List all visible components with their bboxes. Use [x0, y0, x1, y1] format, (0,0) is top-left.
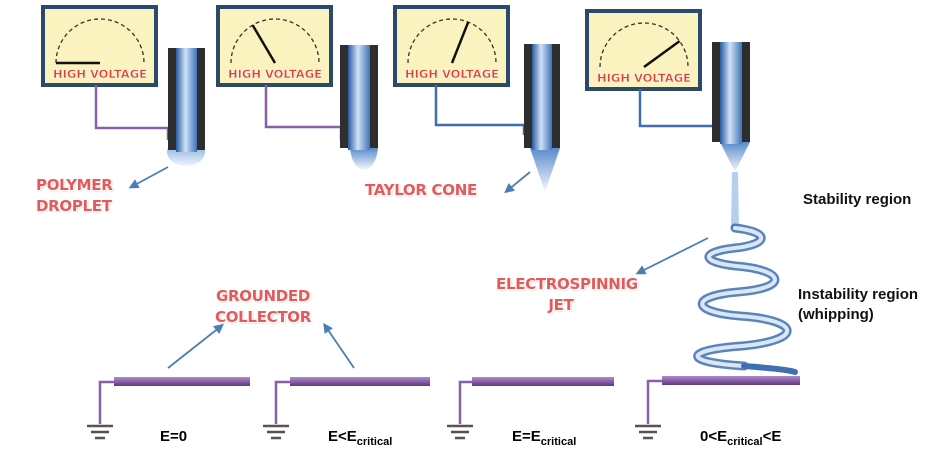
ground-wire [98, 380, 114, 424]
condition-2-subscript: critical [356, 436, 393, 448]
meter-dial-arc [230, 18, 320, 64]
nozzle-glass [348, 45, 370, 150]
nozzle-4 [712, 42, 750, 172]
electrospinning-jet-label: ELECTROSPINNIG JET [496, 274, 638, 316]
instability-region-label-line-2: (whipping) [798, 306, 874, 323]
nozzle-glass [176, 48, 197, 152]
arrow-taylor-cone [504, 171, 531, 194]
elongated-droplet [350, 148, 378, 170]
whipping-spiral [693, 223, 798, 375]
arrow-electrospinning-jet [635, 237, 709, 275]
ground-icon [87, 424, 113, 440]
ground-icon [263, 424, 289, 440]
collector-1 [87, 377, 250, 440]
arrow-collector-right [323, 322, 355, 369]
collector-plate [290, 377, 430, 386]
arrow-collector-left [167, 323, 224, 369]
polymer-droplet-label: POLYMER DROPLET [36, 175, 113, 217]
condition-4: 0<Ecritical<E [700, 428, 781, 448]
nozzle-glass [720, 42, 742, 144]
electrospinning-jet-label-line-1: ELECTROSPINNIG [496, 275, 638, 293]
arrow-polymer-droplet [128, 166, 169, 189]
condition-4-subscript: critical [727, 436, 763, 448]
condition-3-text: E=E [512, 428, 541, 445]
high-voltage-meter-4: HIGH VOLTAGE [585, 9, 702, 91]
ground-wire [646, 379, 662, 424]
taylor-cone-shape [530, 148, 560, 192]
condition-1-text: E=0 [160, 428, 188, 445]
instability-region-label: Instability region (whipping) [798, 285, 918, 325]
taylor-cone-label: TAYLOR CONE [365, 181, 477, 199]
wire-3 [434, 85, 526, 135]
high-voltage-meter-3: HIGH VOLTAGE [393, 5, 510, 87]
nozzle-glass [532, 44, 552, 150]
collector-2 [263, 377, 430, 440]
meter-needle [450, 21, 470, 64]
collector-plate [472, 377, 614, 386]
condition-1: E=0 [160, 428, 187, 445]
condition-4-text: 0<E [700, 428, 728, 445]
ground-icon [635, 424, 661, 440]
stability-region-label: Stability region [803, 191, 912, 208]
condition-2: E<Ecritical [328, 428, 392, 448]
ground-icon [447, 424, 473, 440]
electrospinning-jet-label-line-2: JET [548, 296, 574, 314]
wire-1 [94, 85, 170, 140]
instability-region-label-line-1: Instability region [798, 286, 919, 303]
condition-3: E=Ecritical [512, 428, 576, 448]
wire-2 [264, 85, 343, 140]
cone-tip [720, 142, 750, 172]
condition-2-text: E<E [328, 428, 357, 445]
meter-label: HIGH VOLTAGE [228, 67, 322, 81]
collector-4 [635, 376, 800, 440]
grounded-collector-label: GROUNDED COLLECTOR [198, 286, 328, 328]
condition-3-subscript: critical [540, 436, 577, 448]
polymer-droplet-label-line-2: DROPLET [36, 197, 112, 215]
high-voltage-meter-2: HIGH VOLTAGE [216, 5, 333, 87]
meter-dial-arc [599, 22, 689, 68]
high-voltage-meter-1: HIGH VOLTAGE [41, 5, 158, 87]
ground-wire [458, 380, 472, 424]
nozzle-2 [340, 45, 378, 170]
meter-dial-arc [407, 18, 497, 64]
nozzle-1 [167, 48, 205, 166]
meter-needle [251, 24, 277, 64]
straight-jet [731, 172, 739, 228]
nozzle-3 [524, 44, 560, 192]
meter-label: HIGH VOLTAGE [53, 67, 147, 81]
meter-dial-arc [55, 18, 145, 64]
wire-4 [638, 89, 716, 135]
collector-plate [662, 376, 800, 385]
meter-label: HIGH VOLTAGE [405, 67, 499, 81]
meter-needle [643, 40, 681, 69]
collector-3 [447, 377, 614, 440]
meter-label: HIGH VOLTAGE [597, 71, 691, 85]
grounded-collector-label-line-2: COLLECTOR [215, 308, 311, 326]
ground-wire [274, 380, 290, 424]
polymer-droplet-label-line-1: POLYMER [36, 176, 113, 194]
grounded-collector-label-line-1: GROUNDED [215, 287, 311, 305]
collector-plate [114, 377, 250, 386]
condition-4-suffix: <E [762, 428, 782, 445]
